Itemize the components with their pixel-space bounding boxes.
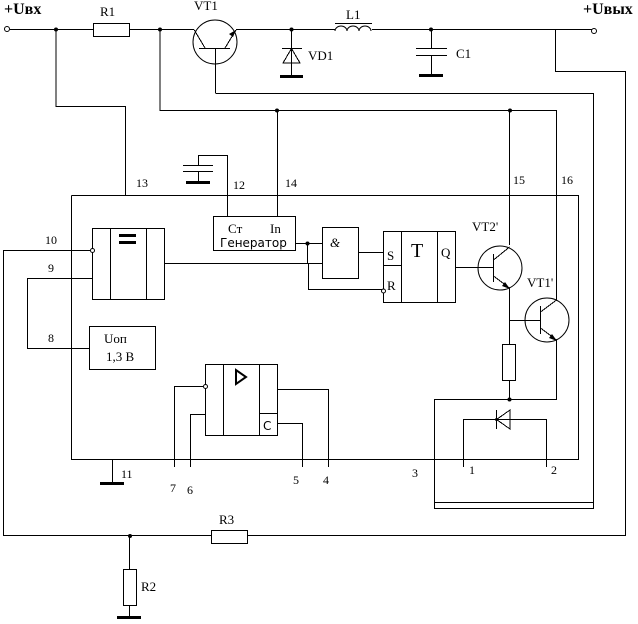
output-voltage-label: +Uвых xyxy=(583,1,633,18)
vt1-prime-label: VT1' xyxy=(527,275,553,290)
pin5-wire xyxy=(278,423,303,467)
trigger-q-label: Q xyxy=(441,245,451,260)
pin10-wire xyxy=(3,250,211,536)
input-voltage-label: +Uвх xyxy=(4,1,41,18)
generator-in-label: In xyxy=(270,221,281,236)
r2-label: R2 xyxy=(141,579,156,594)
generator-block xyxy=(213,216,296,251)
emitter-resistor xyxy=(502,344,516,402)
pin13-wire xyxy=(55,29,126,195)
vt1-base-wire xyxy=(215,93,594,503)
comparator-output-wire xyxy=(164,263,383,290)
transistor-vt1-prime xyxy=(434,297,570,400)
pin3-loop xyxy=(434,399,594,509)
reference-value: 1,3 В xyxy=(106,349,135,364)
pin-14-label: 14 xyxy=(285,176,297,190)
trigger-s-label: S xyxy=(387,248,394,263)
trigger-r-label: R xyxy=(387,278,396,293)
output-terminal xyxy=(591,28,597,34)
pin4-wire xyxy=(278,389,329,467)
ic-body xyxy=(71,195,579,460)
pin-11-label: 11 xyxy=(121,467,133,481)
pin7-wire xyxy=(174,386,203,467)
pin-7-label: 7 xyxy=(170,481,176,495)
pin-16-label: 16 xyxy=(561,173,573,187)
timing-capacitor xyxy=(183,155,228,216)
amplifier-block xyxy=(203,364,278,436)
input-terminal xyxy=(4,26,93,32)
pin9-pin8-wire xyxy=(27,278,92,349)
output-feedback-wire xyxy=(247,29,626,536)
capacitor-c1 xyxy=(416,27,447,77)
pin-3-label: 3 xyxy=(412,466,418,480)
generator-name-label: Генератор xyxy=(220,236,287,250)
pin-5-label: 5 xyxy=(293,473,299,487)
c1-label: C1 xyxy=(456,46,471,61)
pin6-wire xyxy=(190,414,205,467)
resistor-r3 xyxy=(211,530,248,544)
inductor-l1 xyxy=(300,23,592,32)
pin-1-label: 1 xyxy=(469,463,475,477)
pin-4-label: 4 xyxy=(323,473,329,487)
pin-10-label: 10 xyxy=(45,233,57,247)
vt2-prime-label: VT2' xyxy=(472,219,498,234)
trigger-t-label: T xyxy=(411,240,423,262)
reference-label: Uоп xyxy=(104,331,127,346)
pin-2-label: 2 xyxy=(551,463,557,477)
resistor-r2 xyxy=(117,534,141,619)
ground-pin11 xyxy=(100,459,124,485)
protection-diode xyxy=(463,409,547,467)
transistor-vt2-prime xyxy=(477,245,523,345)
resistor-r1 xyxy=(93,23,194,37)
vd1-label: VD1 xyxy=(308,48,333,63)
and-gate-symbol: & xyxy=(330,235,341,250)
vt1-label: VT1 xyxy=(194,0,218,13)
pin-13-label: 13 xyxy=(136,176,148,190)
reference-block xyxy=(89,326,156,370)
generator-ct-label: Cт xyxy=(228,221,243,236)
pin-9-label: 9 xyxy=(48,261,54,275)
transistor-vt1 xyxy=(192,19,320,93)
rs-trigger xyxy=(381,231,456,303)
r1-label: R1 xyxy=(100,4,115,19)
pin-6-label: 6 xyxy=(187,483,193,497)
pin-8-label: 8 xyxy=(48,331,54,345)
supply-wire xyxy=(159,29,557,300)
l1-label: L1 xyxy=(346,7,360,22)
pin-15-label: 15 xyxy=(513,173,525,187)
comparator-block xyxy=(90,228,165,300)
and-gate xyxy=(322,227,359,279)
amplifier-c-label: C xyxy=(263,419,271,433)
r3-label: R3 xyxy=(219,512,234,527)
pin-12-label: 12 xyxy=(233,178,245,192)
diode-vd1 xyxy=(280,27,303,78)
